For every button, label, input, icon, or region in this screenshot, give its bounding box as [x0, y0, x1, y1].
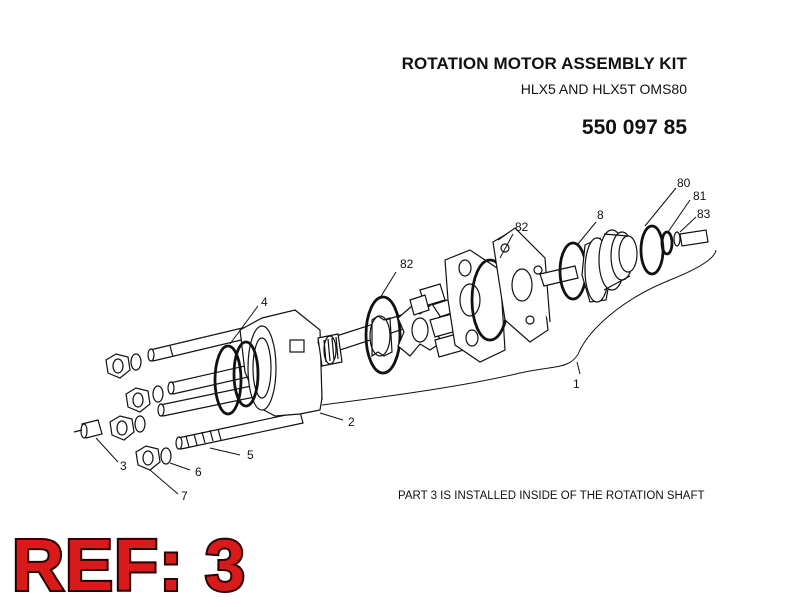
callout-82a: 82 [400, 257, 414, 271]
o-ring-4a [213, 344, 243, 416]
callout-2: 2 [348, 415, 355, 429]
callout-8: 8 [597, 208, 604, 222]
callout-7: 7 [181, 489, 188, 503]
stud-bolt-bottom [175, 411, 304, 450]
hex-nut-3 [109, 415, 135, 441]
end-cap-bearing [581, 229, 638, 303]
callout-5: 5 [247, 448, 254, 462]
washer-1 [130, 353, 142, 371]
rear-plate [492, 227, 551, 343]
pin-part-3 [73, 419, 103, 439]
installation-note: PART 3 IS INSTALLED INSIDE OF THE ROTATI… [398, 490, 705, 502]
hex-nut-1 [105, 353, 131, 379]
callout-6: 6 [195, 465, 202, 479]
gerotor-star [397, 303, 443, 357]
callout-83: 83 [697, 207, 711, 221]
hex-nut-2 [125, 387, 151, 413]
callout-81: 81 [693, 189, 707, 203]
callout-82b: 82 [515, 220, 529, 234]
callout-3: 3 [120, 459, 127, 473]
diagram-title: ROTATION MOTOR ASSEMBLY KIT [401, 54, 687, 73]
washer-2 [152, 385, 164, 403]
diagram-subtitle: HLX5 AND HLX5T OMS80 [520, 81, 687, 97]
washer-3 [134, 415, 146, 433]
callout-80: 80 [677, 176, 691, 190]
kit-brace [321, 249, 717, 406]
o-ring-82-left [364, 295, 402, 375]
o-ring-81 [660, 230, 674, 256]
seal-83 [673, 229, 709, 247]
washer-6 [160, 447, 172, 465]
leader-lines [95, 187, 697, 495]
o-ring-80 [639, 224, 665, 276]
callout-1: 1 [573, 377, 580, 391]
ref-label: REF: 3 [10, 524, 247, 607]
spline-gear [369, 315, 393, 358]
o-ring-4b [232, 340, 260, 408]
hex-nut-7 [135, 445, 161, 471]
callout-4: 4 [261, 295, 268, 309]
gerotor-housing [444, 249, 506, 363]
part-number: 550 097 85 [581, 116, 687, 139]
